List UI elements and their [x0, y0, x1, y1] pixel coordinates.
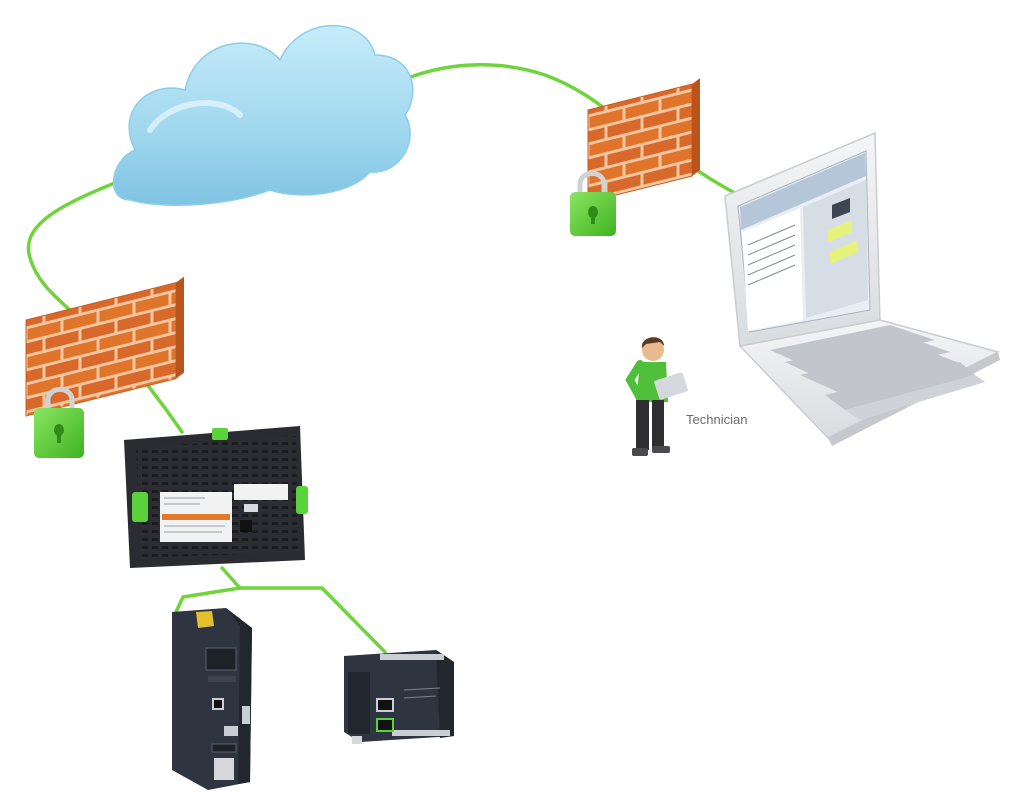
padlock-icon: [34, 387, 84, 458]
link-bus-to-plc: [238, 586, 387, 654]
link-cloud-to-left-firewall: [26, 178, 124, 317]
technician-label: Technician: [686, 412, 748, 427]
laptop-icon: [724, 131, 1001, 446]
hmi-panel-icon: [124, 426, 308, 568]
drive-icon: [172, 608, 252, 790]
link-hmi-to-bus: [220, 566, 242, 590]
link-bus-to-drive: [174, 586, 242, 614]
firewall-icon: [25, 276, 184, 417]
padlock-icon: [570, 171, 616, 236]
technician-icon: [625, 337, 688, 456]
link-cloud-to-right-firewall: [406, 63, 622, 122]
plc-controller-icon: [344, 650, 454, 744]
cloud-icon: [113, 24, 414, 206]
firewall-icon: [587, 78, 700, 203]
